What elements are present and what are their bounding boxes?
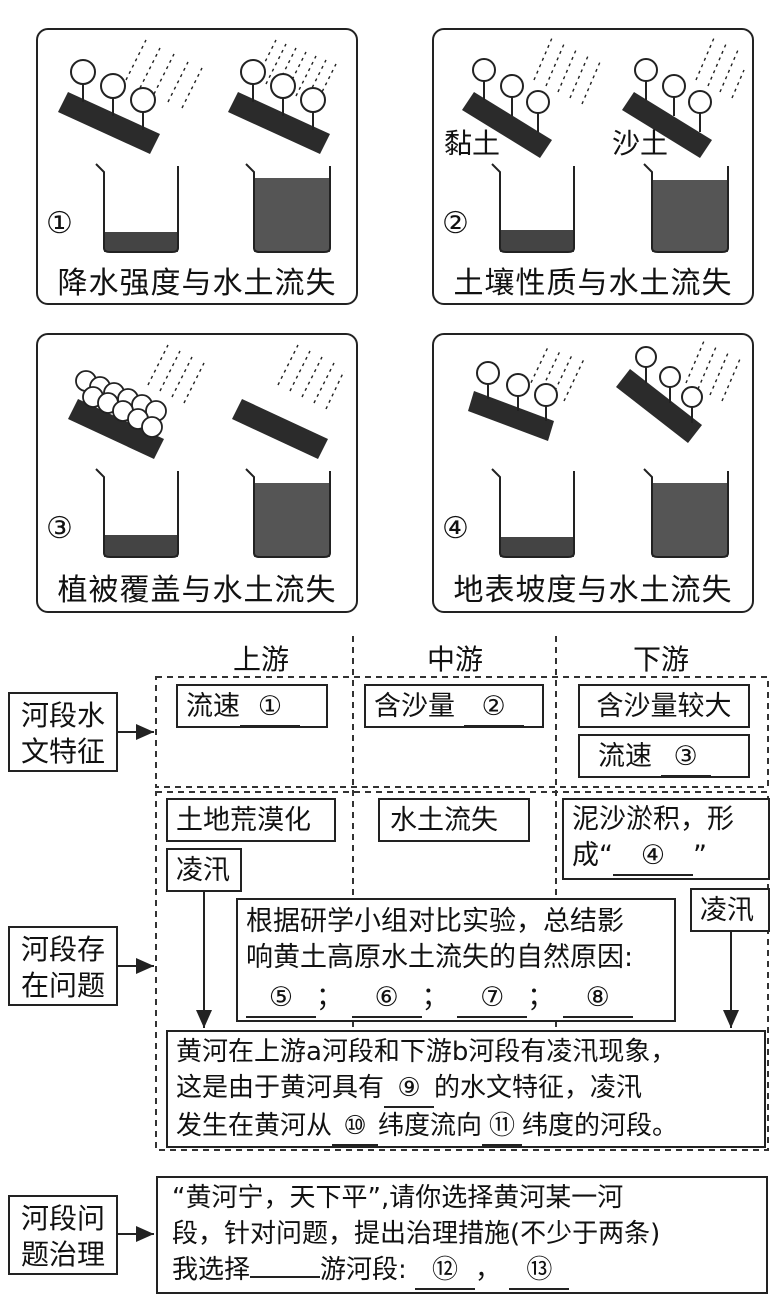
summary-box: 根据研学小组对比实验，总结影 响黄土高原水土流失的自然原因: ⑤； ⑥； ⑦； …: [236, 898, 676, 1022]
panel-number: ②: [442, 206, 469, 241]
soil-label-clay: 黏土: [444, 127, 501, 160]
experiment-illustration-3: [68, 344, 345, 558]
experiment-panel-1: ① 降水强度与水土流失: [36, 28, 358, 305]
problem-upper-ice-box: 凌汛: [166, 848, 242, 892]
panel-number: ④: [442, 511, 469, 546]
problem-lower-box: 泥沙淤积，形 成“④”: [562, 798, 770, 880]
panel-caption: 土壤性质与水土流失: [453, 266, 733, 301]
problem-lower-line2-pre: 成“: [572, 840, 613, 871]
experiment-panel-3: ③ 植被覆盖与水土流失: [36, 333, 358, 613]
blank-1[interactable]: ①: [240, 689, 300, 727]
blank-3[interactable]: ③: [660, 739, 711, 777]
governance-line1: “黄河宁，天下平”,请你选择黄河某一河: [172, 1183, 624, 1213]
row-label-governance: 河段问题治理: [8, 1195, 118, 1275]
tree-group: [70, 59, 156, 130]
beaker-left: [95, 163, 179, 253]
blank-4[interactable]: ④: [613, 838, 693, 876]
blank-10[interactable]: ⑩: [332, 1108, 379, 1146]
hydro-upper-label: 流速: [186, 691, 240, 722]
blank-9[interactable]: ⑨: [384, 1070, 435, 1108]
blank-7[interactable]: ⑦: [457, 980, 528, 1018]
governance-line3-mid: 游河段:: [320, 1255, 407, 1285]
ice-line3-mid: 纬度流向: [378, 1111, 483, 1141]
governance-line2: 段，针对问题，提出治理措施(不少于两条): [172, 1219, 661, 1249]
experiment-illustration-4: [468, 340, 741, 558]
blank-5[interactable]: ⑤: [246, 980, 316, 1018]
hydro-lower-sediment-box: 含沙量较大: [578, 684, 750, 728]
governance-line3-pre: 我选择: [172, 1255, 251, 1285]
separator: ；: [421, 982, 449, 1013]
hydro-lower-speed-label: 流速: [598, 741, 652, 772]
blank-13[interactable]: ⑬: [509, 1252, 570, 1290]
panel-caption: 地表坡度与水土流失: [453, 573, 733, 608]
column-header-upper: 上游: [232, 643, 289, 676]
hydro-lower-speed-box: 流速 ③: [578, 734, 750, 778]
panel-caption: 植被覆盖与水土流失: [57, 573, 337, 608]
separator: ；: [527, 982, 555, 1013]
problem-lower-ice-box: 凌汛: [690, 888, 770, 932]
blank-8[interactable]: ⑧: [562, 980, 633, 1018]
column-header-lower: 下游: [632, 643, 689, 676]
ice-line3-post: 纬度的河段。: [522, 1111, 679, 1141]
problem-lower-line1: 泥沙淤积，形: [572, 804, 734, 835]
ice-line2-pre: 这是由于黄河具有: [176, 1073, 385, 1103]
panel-caption: 降水强度与水土流失: [57, 266, 337, 301]
ice-line2-post: 的水文特征，凌汛: [434, 1073, 643, 1103]
problem-lower-line2-post: ”: [693, 840, 707, 871]
ice-line1: 黄河在上游a河段和下游b河段有凌汛现象，: [176, 1037, 677, 1067]
hydro-middle-label: 含沙量: [374, 691, 455, 722]
panel-number: ③: [46, 511, 73, 546]
summary-line1: 根据研学小组对比实验，总结影: [246, 906, 624, 937]
row-label-hydro: 河段水文特征: [8, 692, 118, 772]
experiment-illustration-2: [462, 37, 745, 253]
comma: ，: [475, 1255, 502, 1285]
experiment-panel-4: ④ 地表坡度与水土流失: [432, 333, 754, 613]
blank-6[interactable]: ⑥: [351, 980, 422, 1018]
ice-line3-pre: 发生在黄河从: [176, 1111, 333, 1141]
dense-trees: [75, 370, 167, 438]
experiment-illustration-1: [58, 39, 337, 253]
blank-12[interactable]: ⑫: [415, 1252, 476, 1290]
beaker-right: [245, 163, 331, 253]
blank-choice[interactable]: [250, 1276, 321, 1278]
soil-label-sand: 沙土: [612, 127, 669, 160]
summary-line2: 响黄土高原水土流失的自然原因:: [246, 942, 634, 973]
problem-middle-box: 水土流失: [378, 798, 530, 842]
blank-11[interactable]: ⑪: [482, 1108, 523, 1146]
problem-upper-box: 土地荒漠化: [166, 798, 336, 842]
separator: ；: [316, 982, 343, 1013]
hydro-middle-box: 含沙量 ②: [364, 684, 544, 728]
blank-2[interactable]: ②: [463, 689, 524, 727]
panel-number: ①: [46, 206, 73, 241]
experiment-panel-2: 黏土 沙土 ② 土壤性质与水土流失: [432, 28, 754, 305]
governance-box: “黄河宁，天下平”,请你选择黄河某一河 段，针对问题，提出治理措施(不少于两条)…: [156, 1176, 768, 1294]
column-header-middle: 中游: [426, 643, 483, 676]
row-label-problems: 河段存在问题: [8, 926, 118, 1006]
